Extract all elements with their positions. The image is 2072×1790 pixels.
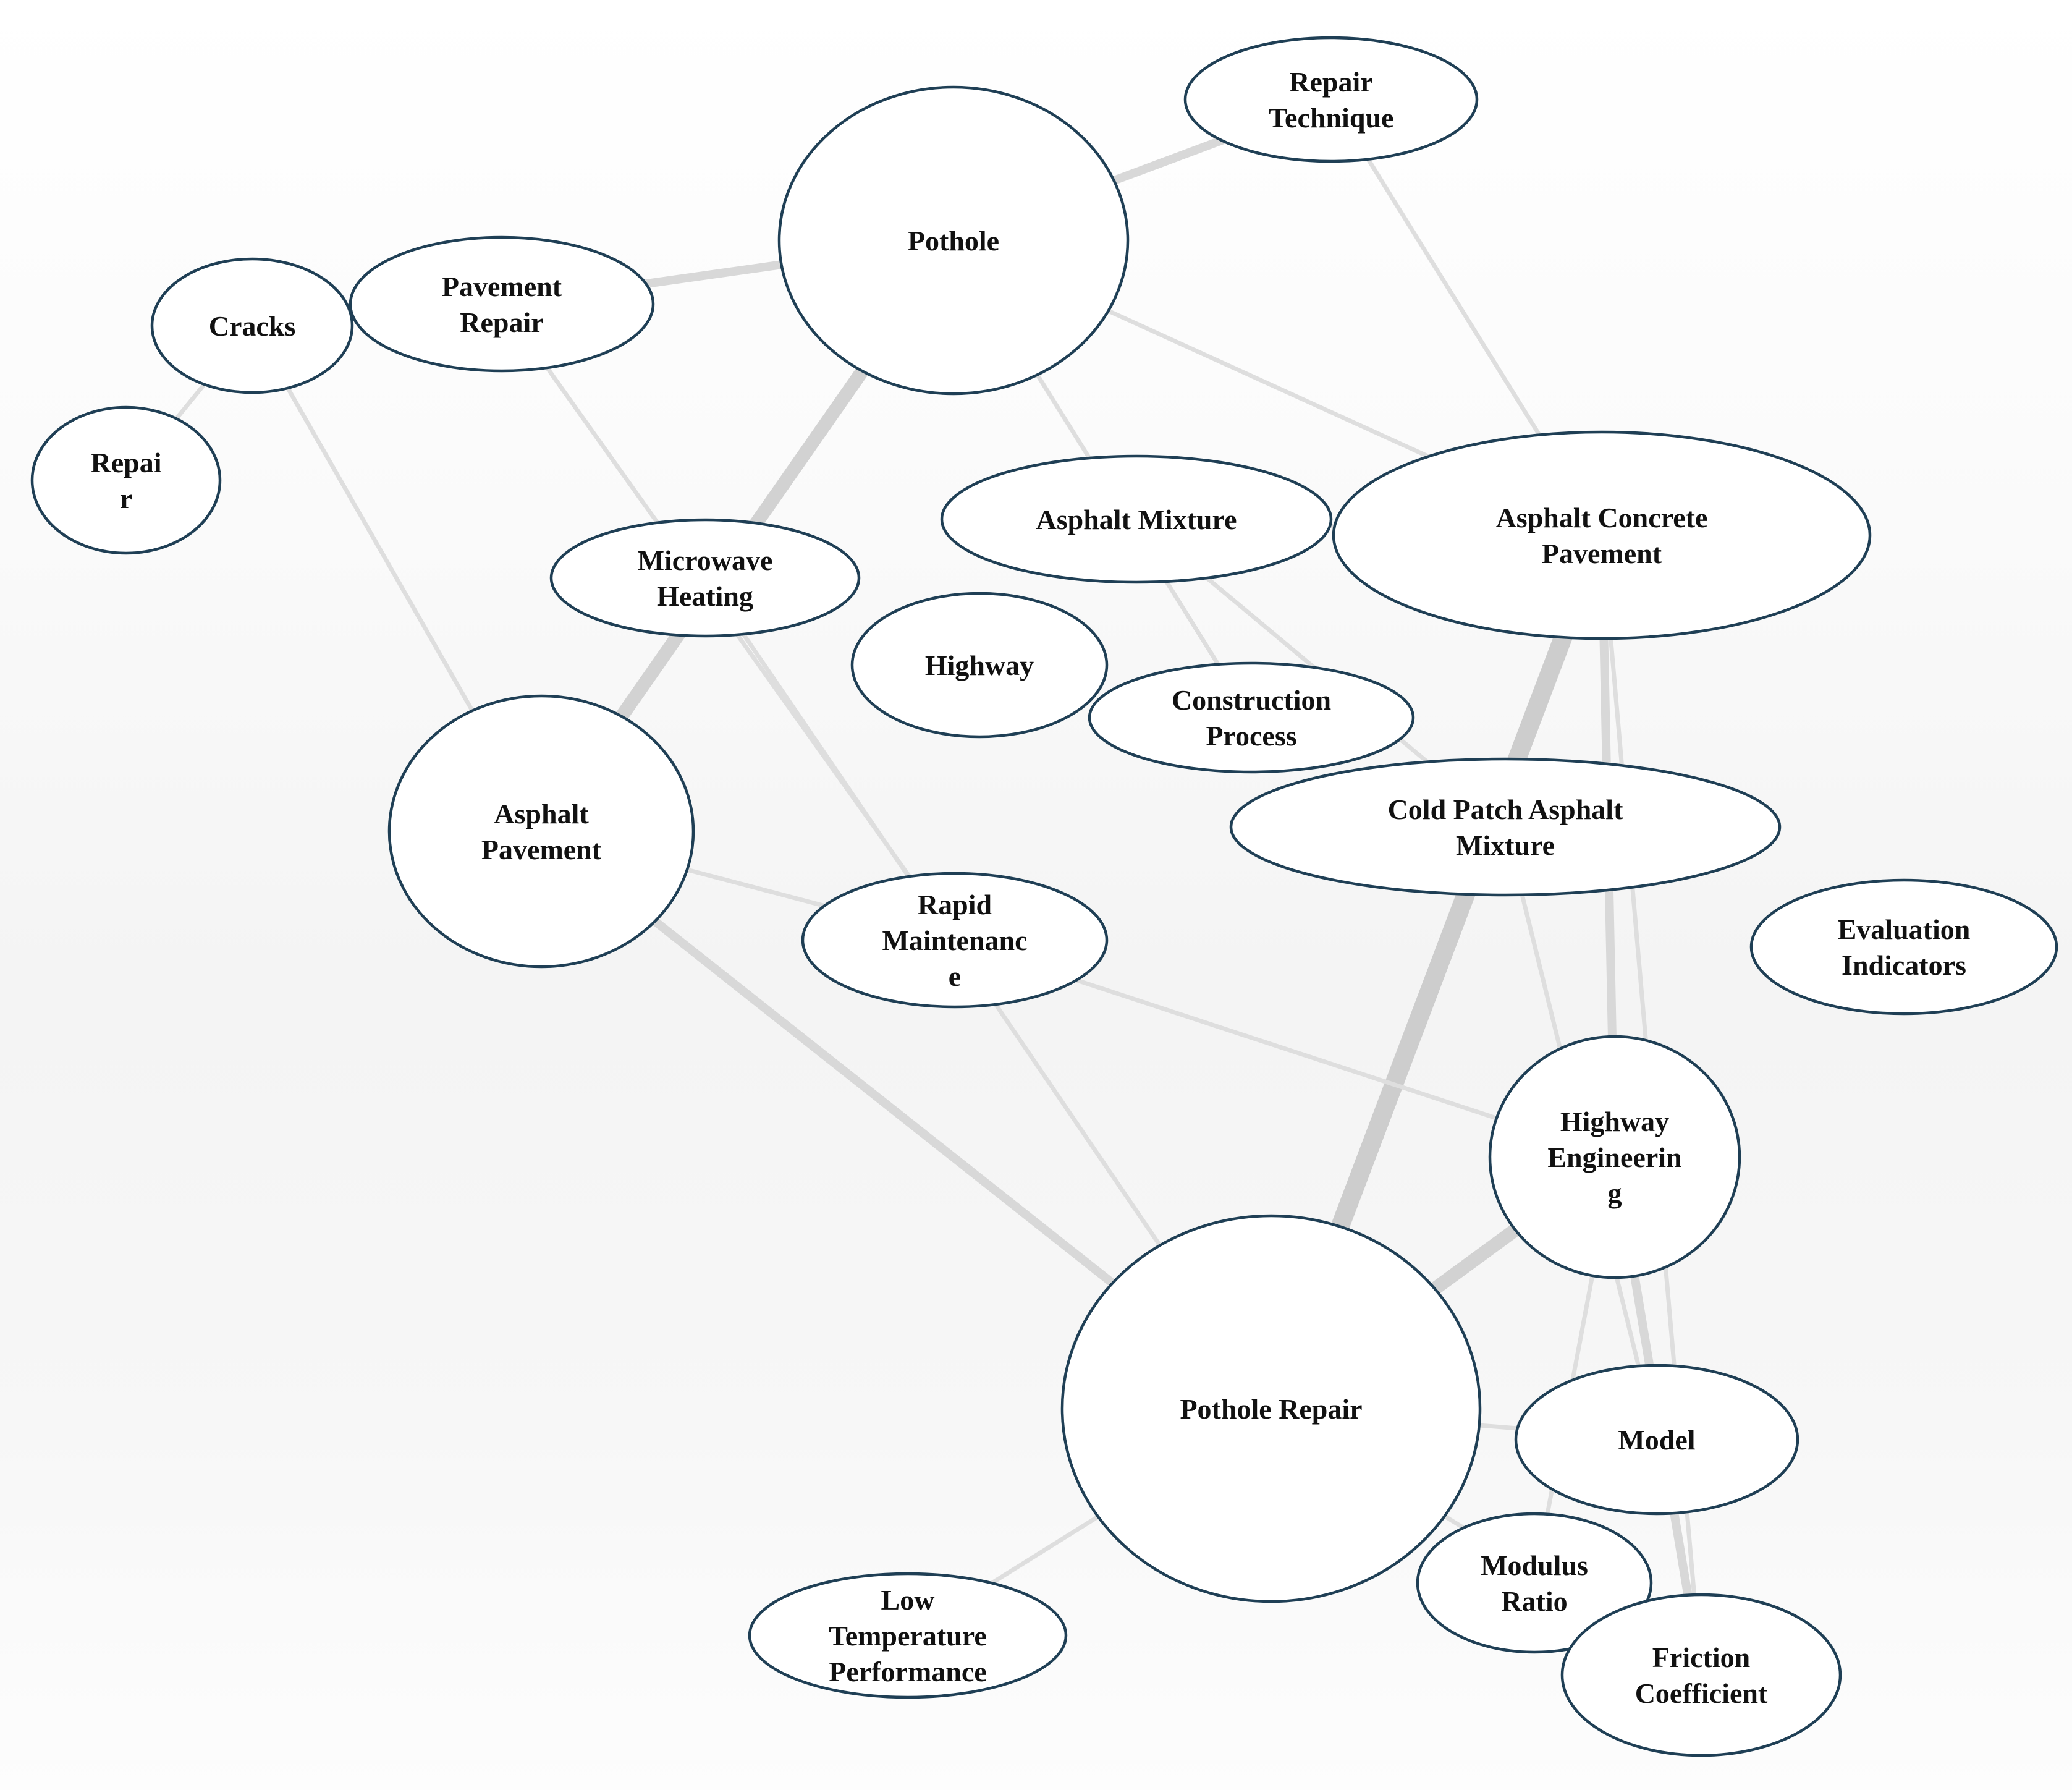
node-shape-cold-patch-asphalt-mixture[interactable] — [1229, 757, 1782, 897]
node-pothole[interactable]: Pothole — [777, 85, 1130, 396]
node-highway[interactable]: Highway — [850, 592, 1109, 739]
node-label-pavement-repair-line-2: Repair — [460, 307, 543, 338]
node-shape-repair[interactable] — [30, 405, 222, 555]
node-shape-low-temperature-performance[interactable] — [748, 1572, 1068, 1699]
node-label-highway-engineering-line-3: g — [1608, 1177, 1622, 1209]
node-label-low-temperature-performance-line-1: Low — [881, 1584, 935, 1616]
node-label-cold-patch-asphalt-mixture-line-2: Mixture — [1456, 829, 1555, 861]
node-shape-microwave-heating[interactable] — [549, 518, 861, 638]
node-label-construction-process-line-2: Process — [1206, 720, 1296, 752]
node-label-asphalt-pavement-line-1: Asphalt — [494, 798, 589, 829]
node-shape-repair-technique[interactable] — [1183, 36, 1479, 163]
node-label-low-temperature-performance-line-2: Temperature — [829, 1620, 987, 1652]
node-label-friction-coefficient-line-1: Friction — [1652, 1642, 1750, 1673]
node-shape-model[interactable] — [1514, 1364, 1799, 1516]
node-label-asphalt-mixture-line-1: Asphalt Mixture — [1036, 504, 1237, 535]
node-label-modulus-ratio-line-2: Ratio — [1501, 1585, 1567, 1617]
node-shape-cracks[interactable] — [150, 257, 354, 394]
node-label-cold-patch-asphalt-mixture-line-1: Cold Patch Asphalt — [1388, 794, 1624, 825]
node-label-pothole-line-1: Pothole — [908, 225, 999, 257]
node-label-low-temperature-performance-line-3: Performance — [829, 1656, 986, 1687]
node-label-asphalt-pavement-line-2: Pavement — [481, 834, 602, 865]
node-label-friction-coefficient-line-2: Coefficient — [1635, 1678, 1768, 1709]
node-label-microwave-heating-line-1: Microwave — [638, 545, 773, 576]
node-shape-friction-coefficient[interactable] — [1560, 1593, 1842, 1757]
node-shape-asphalt-mixture[interactable] — [940, 454, 1333, 584]
node-cracks[interactable]: Cracks — [150, 257, 354, 394]
node-label-evaluation-indicators-line-2: Indicators — [1842, 949, 1966, 981]
node-shape-highway[interactable] — [850, 592, 1109, 739]
node-label-highway-engineering-line-2: Engineerin — [1547, 1142, 1681, 1173]
node-label-repair-line-2: r — [120, 483, 132, 514]
node-asphalt-mixture[interactable]: Asphalt Mixture — [940, 454, 1333, 584]
node-shape-modulus-ratio[interactable] — [1416, 1512, 1653, 1654]
node-label-construction-process-line-1: Construction — [1172, 684, 1331, 716]
node-label-model-line-1: Model — [1618, 1424, 1695, 1456]
node-label-rapid-maintenance-line-2: Maintenanc — [882, 925, 1027, 956]
node-label-pavement-repair-line-1: Pavement — [442, 271, 562, 302]
node-label-asphalt-concrete-pavement-line-1: Asphalt Concrete — [1496, 502, 1708, 533]
node-label-evaluation-indicators-line-1: Evaluation — [1838, 914, 1971, 945]
nodes-layer: PotholeRepairTechniqueCracksPavementRepa… — [30, 36, 2058, 1757]
node-shape-pavement-repair[interactable] — [349, 235, 655, 373]
node-label-modulus-ratio-line-1: Modulus — [1481, 1550, 1588, 1581]
node-shape-pothole[interactable] — [777, 85, 1130, 396]
node-shape-rapid-maintenance[interactable] — [801, 872, 1109, 1009]
node-pothole-repair[interactable]: Pothole Repair — [1060, 1214, 1482, 1603]
node-shape-evaluation-indicators[interactable] — [1749, 878, 2058, 1016]
node-label-repair-technique-line-2: Technique — [1269, 102, 1394, 134]
node-shape-highway-engineering[interactable] — [1488, 1035, 1741, 1279]
node-label-microwave-heating-line-2: Heating — [657, 580, 753, 612]
node-label-pothole-repair-line-1: Pothole Repair — [1180, 1393, 1362, 1425]
node-shape-pothole-repair[interactable] — [1060, 1214, 1482, 1603]
node-label-asphalt-concrete-pavement-line-2: Pavement — [1542, 538, 1662, 569]
node-shape-construction-process[interactable] — [1088, 661, 1415, 774]
node-label-highway-engineering-line-1: Highway — [1560, 1106, 1669, 1137]
node-label-highway-line-1: Highway — [925, 650, 1034, 681]
node-label-rapid-maintenance-line-1: Rapid — [918, 889, 992, 920]
node-repair[interactable]: Repai r — [30, 405, 222, 555]
node-label-rapid-maintenance-line-3: e — [949, 961, 961, 992]
node-shape-asphalt-pavement[interactable] — [387, 694, 695, 969]
node-shape-asphalt-concrete-pavement[interactable] — [1332, 430, 1872, 640]
node-label-cracks-line-1: Cracks — [209, 310, 296, 342]
node-label-repair-technique-line-1: Repair — [1289, 66, 1372, 98]
node-label-repair-line-1: Repai — [91, 447, 162, 478]
node-model[interactable]: Model — [1514, 1364, 1799, 1516]
